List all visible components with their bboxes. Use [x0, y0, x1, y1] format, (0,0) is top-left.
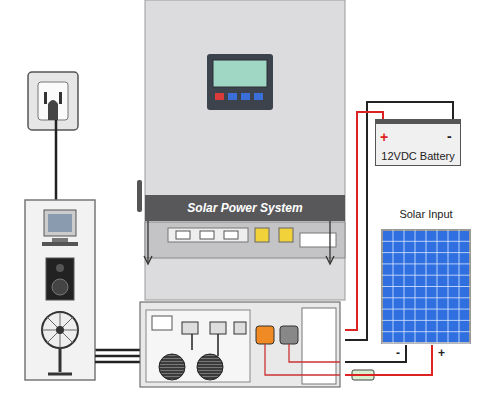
battery-plus: + — [380, 129, 388, 145]
load-appliances — [25, 200, 95, 380]
terminal-unit — [140, 302, 340, 387]
battery-cap — [375, 119, 461, 124]
inverter-housing — [137, 0, 345, 300]
inverter-node: Solar Power System — [140, 0, 345, 388]
solar-panel: Solar Input — [380, 208, 472, 345]
system-band: Solar Power System — [145, 195, 345, 221]
battery-label: 12VDC Battery — [376, 150, 460, 162]
panel-plus: + — [438, 346, 445, 360]
battery-minus: - — [447, 128, 452, 144]
dc-wire — [345, 345, 432, 375]
panel-minus: - — [396, 346, 400, 360]
wall-outlet — [28, 72, 78, 130]
panel-heading: Solar Input — [380, 208, 472, 220]
pv-cells — [380, 228, 472, 345]
